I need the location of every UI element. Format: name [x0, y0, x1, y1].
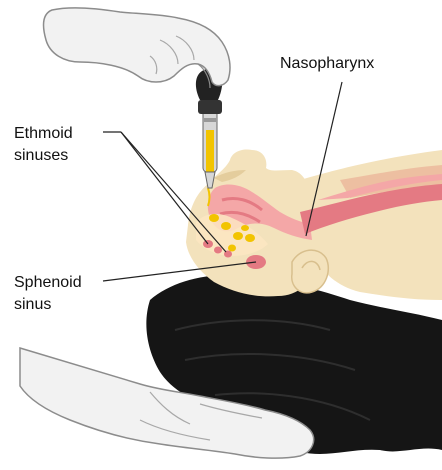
label-ethmoid-line2: sinuses [14, 146, 68, 165]
label-nasopharynx: Nasopharynx [280, 54, 374, 73]
ear [292, 250, 329, 293]
dropper [196, 69, 222, 188]
label-sphenoid-line2: sinus [14, 295, 51, 314]
label-ethmoid-line1: Ethmoid [14, 124, 73, 143]
label-sphenoid-line1: Sphenoid [14, 273, 82, 292]
